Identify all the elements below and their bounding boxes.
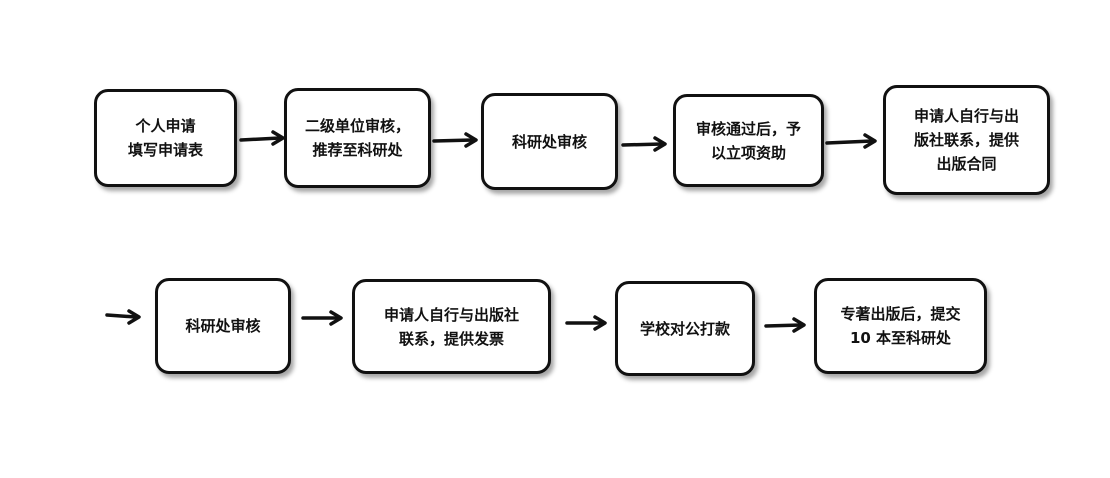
node-contract: 申请人自行与出 版社联系，提供 出版合同 <box>883 85 1050 195</box>
arrow-right-icon <box>301 310 343 326</box>
arrow-right-icon <box>239 130 285 146</box>
node-research-review-1: 科研处审核 <box>481 93 618 190</box>
node-text: 版社联系，提供 <box>913 131 1019 149</box>
arrow-right-icon <box>764 317 806 333</box>
node-text: 填写申请表 <box>127 141 203 159</box>
arrow-right-icon <box>825 133 877 149</box>
node-text: 二级单位审核， <box>304 117 410 135</box>
node-research-review-2: 科研处审核 <box>155 278 291 374</box>
node-funding: 审核通过后，予 以立项资助 <box>673 94 824 187</box>
node-submit-books: 专著出版后，提交 10 本至科研处 <box>814 278 987 374</box>
arrow-right-icon <box>105 309 141 325</box>
node-text: 学校对公打款 <box>639 319 730 338</box>
node-text: 出版合同 <box>936 155 997 173</box>
node-text: 联系，提供发票 <box>398 329 504 348</box>
node-payment: 学校对公打款 <box>615 281 755 376</box>
node-text: 审核通过后，予 <box>695 119 801 138</box>
node-text: 10 本至科研处 <box>849 329 952 347</box>
node-text: 申请人自行与出版社 <box>383 305 519 324</box>
node-text: 专著出版后，提交 <box>840 305 961 323</box>
arrow-right-icon <box>565 315 607 331</box>
node-secondary-review: 二级单位审核， 推荐至科研处 <box>284 88 431 188</box>
node-text: 以立项资助 <box>710 143 786 162</box>
node-text: 个人申请 <box>135 117 196 135</box>
node-invoice: 申请人自行与出版社 联系，提供发票 <box>352 279 551 374</box>
node-text: 推荐至科研处 <box>312 141 403 159</box>
node-text: 科研处审核 <box>185 317 261 335</box>
node-text: 申请人自行与出 <box>913 107 1019 125</box>
node-apply: 个人申请 填写申请表 <box>94 89 237 187</box>
arrow-right-icon <box>621 136 667 152</box>
arrow-right-icon <box>432 132 478 148</box>
node-text: 科研处审核 <box>511 132 587 151</box>
